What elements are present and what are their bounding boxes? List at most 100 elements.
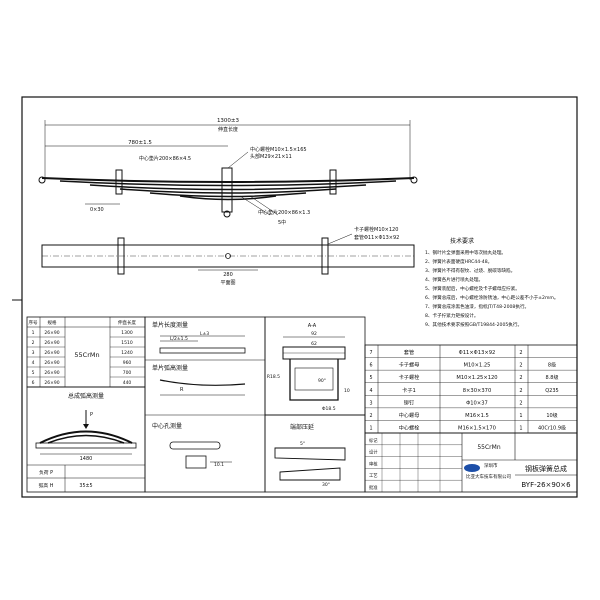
drawing-border (21, 96, 578, 498)
bom-row-no: 6 (369, 363, 372, 369)
bom-row-no: 1 (369, 426, 372, 432)
requirement-item: 3、弹簧片不得有裂纹、过烧、脱碳等缺陷。 (425, 267, 515, 274)
bom-row-name: 卡子1 (402, 386, 416, 394)
bom-row-spec: M16×1.5 (465, 413, 489, 419)
plan-caption: 平面图 (220, 280, 235, 286)
arc-label: 弧高 H (39, 482, 54, 489)
bom-row-spec: Φ10×37 (466, 400, 488, 406)
leaf-length-half: L/2±1.5 (170, 336, 188, 342)
leaf-row-len: 1240 (121, 350, 133, 356)
leaf-row-len: 1510 (121, 340, 133, 346)
leaf-row-spec: 26×90 (44, 340, 59, 346)
title-block-label: 标记 (369, 437, 378, 444)
bom-row-qty: 2 (519, 350, 522, 356)
leaf-row-no: 4 (32, 360, 35, 366)
leaf-row-len: 440 (123, 380, 132, 386)
company-logo (464, 464, 480, 472)
bom-row-qty: 1 (519, 413, 522, 419)
end-flat-panel: 端部压延 5° 30° (264, 414, 366, 493)
bom-row-no: 5 (369, 375, 372, 381)
leaf-head-spec: 规格 (48, 319, 57, 326)
leaf-row-spec: 26×90 (44, 360, 59, 366)
center-washer-label: 中心垫片200×86×1.3 (258, 209, 310, 216)
bom-row-no: 2 (369, 413, 372, 419)
sleeve-label: 套管Φ11×Φ13×92 (354, 234, 399, 241)
requirement-item: 6、弹簧总成后，中心螺栓涂防锈油，中心距公差不小于±2mm。 (425, 294, 559, 301)
section-dim-a: 92 (311, 331, 317, 337)
bom-row-qty: 1 (519, 426, 522, 432)
leaf-head-no: 序号 (29, 319, 38, 326)
bom-row-qty: 2 (519, 375, 522, 381)
bom-row-spec: Φ11×Φ13×92 (459, 350, 496, 356)
leaf-row-spec: 26×90 (44, 330, 59, 336)
assembly-arc-panel: 总成弧高测量 P 1480 负荷 P 弧高 H 35±5 (26, 386, 146, 493)
title-block-label: 工艺 (369, 473, 378, 479)
assembly-arc-title: 总成弧高测量 (68, 392, 104, 400)
bom-row-note: 10级 (546, 412, 557, 419)
section-aa-panel: A-A 92 62 R18.5 Φ18.5 90° 10 (264, 316, 366, 416)
center-bolt-label: 中心螺栓M10×1.5×165 (250, 146, 307, 153)
bom-row-spec: 8×30×370 (463, 388, 492, 394)
bom-row-note: 40Cr10.9级 (538, 425, 566, 432)
head-label: 头部M29×21×11 (250, 153, 292, 160)
company-line1: 深圳市 (484, 462, 498, 469)
title-material: 55CrMn (477, 444, 500, 451)
assembly-dim: 1480 (80, 456, 93, 462)
requirement-item: 9、其他技术要求按照GB/T19844-2005执行。 (425, 321, 522, 328)
bom-row-note: Q235 (545, 388, 558, 394)
overall-length-dim: 1300±3 (217, 118, 240, 124)
bom-row-note: 8.8级 (546, 374, 559, 381)
leaf-row-len: 960 (123, 360, 132, 366)
leaf-row-no: 2 (32, 340, 35, 346)
center-hole-label: 中心垫片200×86×4.5 (139, 155, 191, 162)
section-dim-f: 10 (344, 388, 350, 394)
section-dim-b: 62 (311, 341, 317, 347)
bom-row-no: 3 (369, 400, 372, 406)
end-flat-title: 端部压延 (290, 423, 314, 431)
requirement-item: 2、弹簧片表面硬度HRC44-48。 (425, 258, 492, 265)
measurement-panels: 单片长度测量 L/2±1.5 L±3 单片弧高测量 R 中心孔测量 10.1 (144, 316, 266, 493)
section-dim-c: R18.5 (267, 374, 280, 380)
overall-length-caption: 伸直长度 (218, 126, 238, 133)
center-note: 5中 (278, 219, 286, 226)
title-block-label: 批准 (369, 484, 378, 491)
bom-row-name: 中心螺栓 (399, 424, 421, 432)
title-block-label: 设计 (369, 449, 378, 456)
bom-row-name: 套管 (404, 348, 414, 356)
arc-value: 35±5 (79, 483, 92, 489)
technical-requirements: 技术要求 1、钢叶片全弹面采用中等次抛丸处理。 2、弹簧片表面硬度HRC44-48… (425, 237, 559, 328)
leaf-row-spec: 26×90 (44, 350, 59, 356)
spring-plan-view: 280 平面图 卡子螺栓M10×120 套管Φ11×Φ13×92 (41, 226, 415, 286)
title-block-label: 审核 (369, 460, 378, 467)
leaf-row-no: 5 (32, 370, 35, 376)
bom-row-note: 8级 (548, 362, 556, 369)
bom-row-name: 卡子螺母 (399, 361, 420, 369)
requirement-item: 1、钢叶片全弹面采用中等次抛丸处理。 (425, 249, 506, 256)
end-flat-dim-b: 30° (322, 482, 330, 488)
leaf-row-spec: 26×90 (44, 380, 59, 386)
requirement-item: 7、弹簧总成涂黑色油漆，指标JT/T48-2008执行。 (425, 303, 529, 310)
leaf-row-no: 6 (32, 380, 35, 386)
bom-row-name: 卡子螺栓 (399, 373, 421, 381)
leaf-head-len: 伸直长度 (118, 319, 136, 326)
requirement-item: 5、弹簧装配后，中心螺栓及卡子螺母应拧紧。 (425, 285, 520, 292)
bom-row-qty: 2 (519, 363, 522, 369)
leaf-length-title: 单片长度测量 (152, 321, 188, 329)
leaf-row-no: 1 (32, 330, 35, 336)
leaf-row-len: 700 (123, 370, 132, 376)
bom-row-qty: 2 (519, 400, 522, 406)
section-title: A-A (308, 323, 317, 329)
leaf-arc-title: 单片弧高测量 (152, 364, 188, 372)
bom-row-name: 铆钉 (404, 398, 414, 406)
leaf-arc-r: R (180, 387, 184, 393)
requirements-title: 技术要求 (450, 237, 474, 245)
half-length-dim: 780±1.5 (128, 140, 152, 146)
clip-bolt-label: 卡子螺栓M10×120 (354, 226, 398, 233)
drawing-no: BYF-26×90×6 (521, 481, 571, 489)
section-dim-e: 90° (318, 378, 326, 384)
leaf-row-spec: 26×90 (44, 370, 59, 376)
drawing-name: 钢板弹簧总成 (525, 464, 567, 473)
